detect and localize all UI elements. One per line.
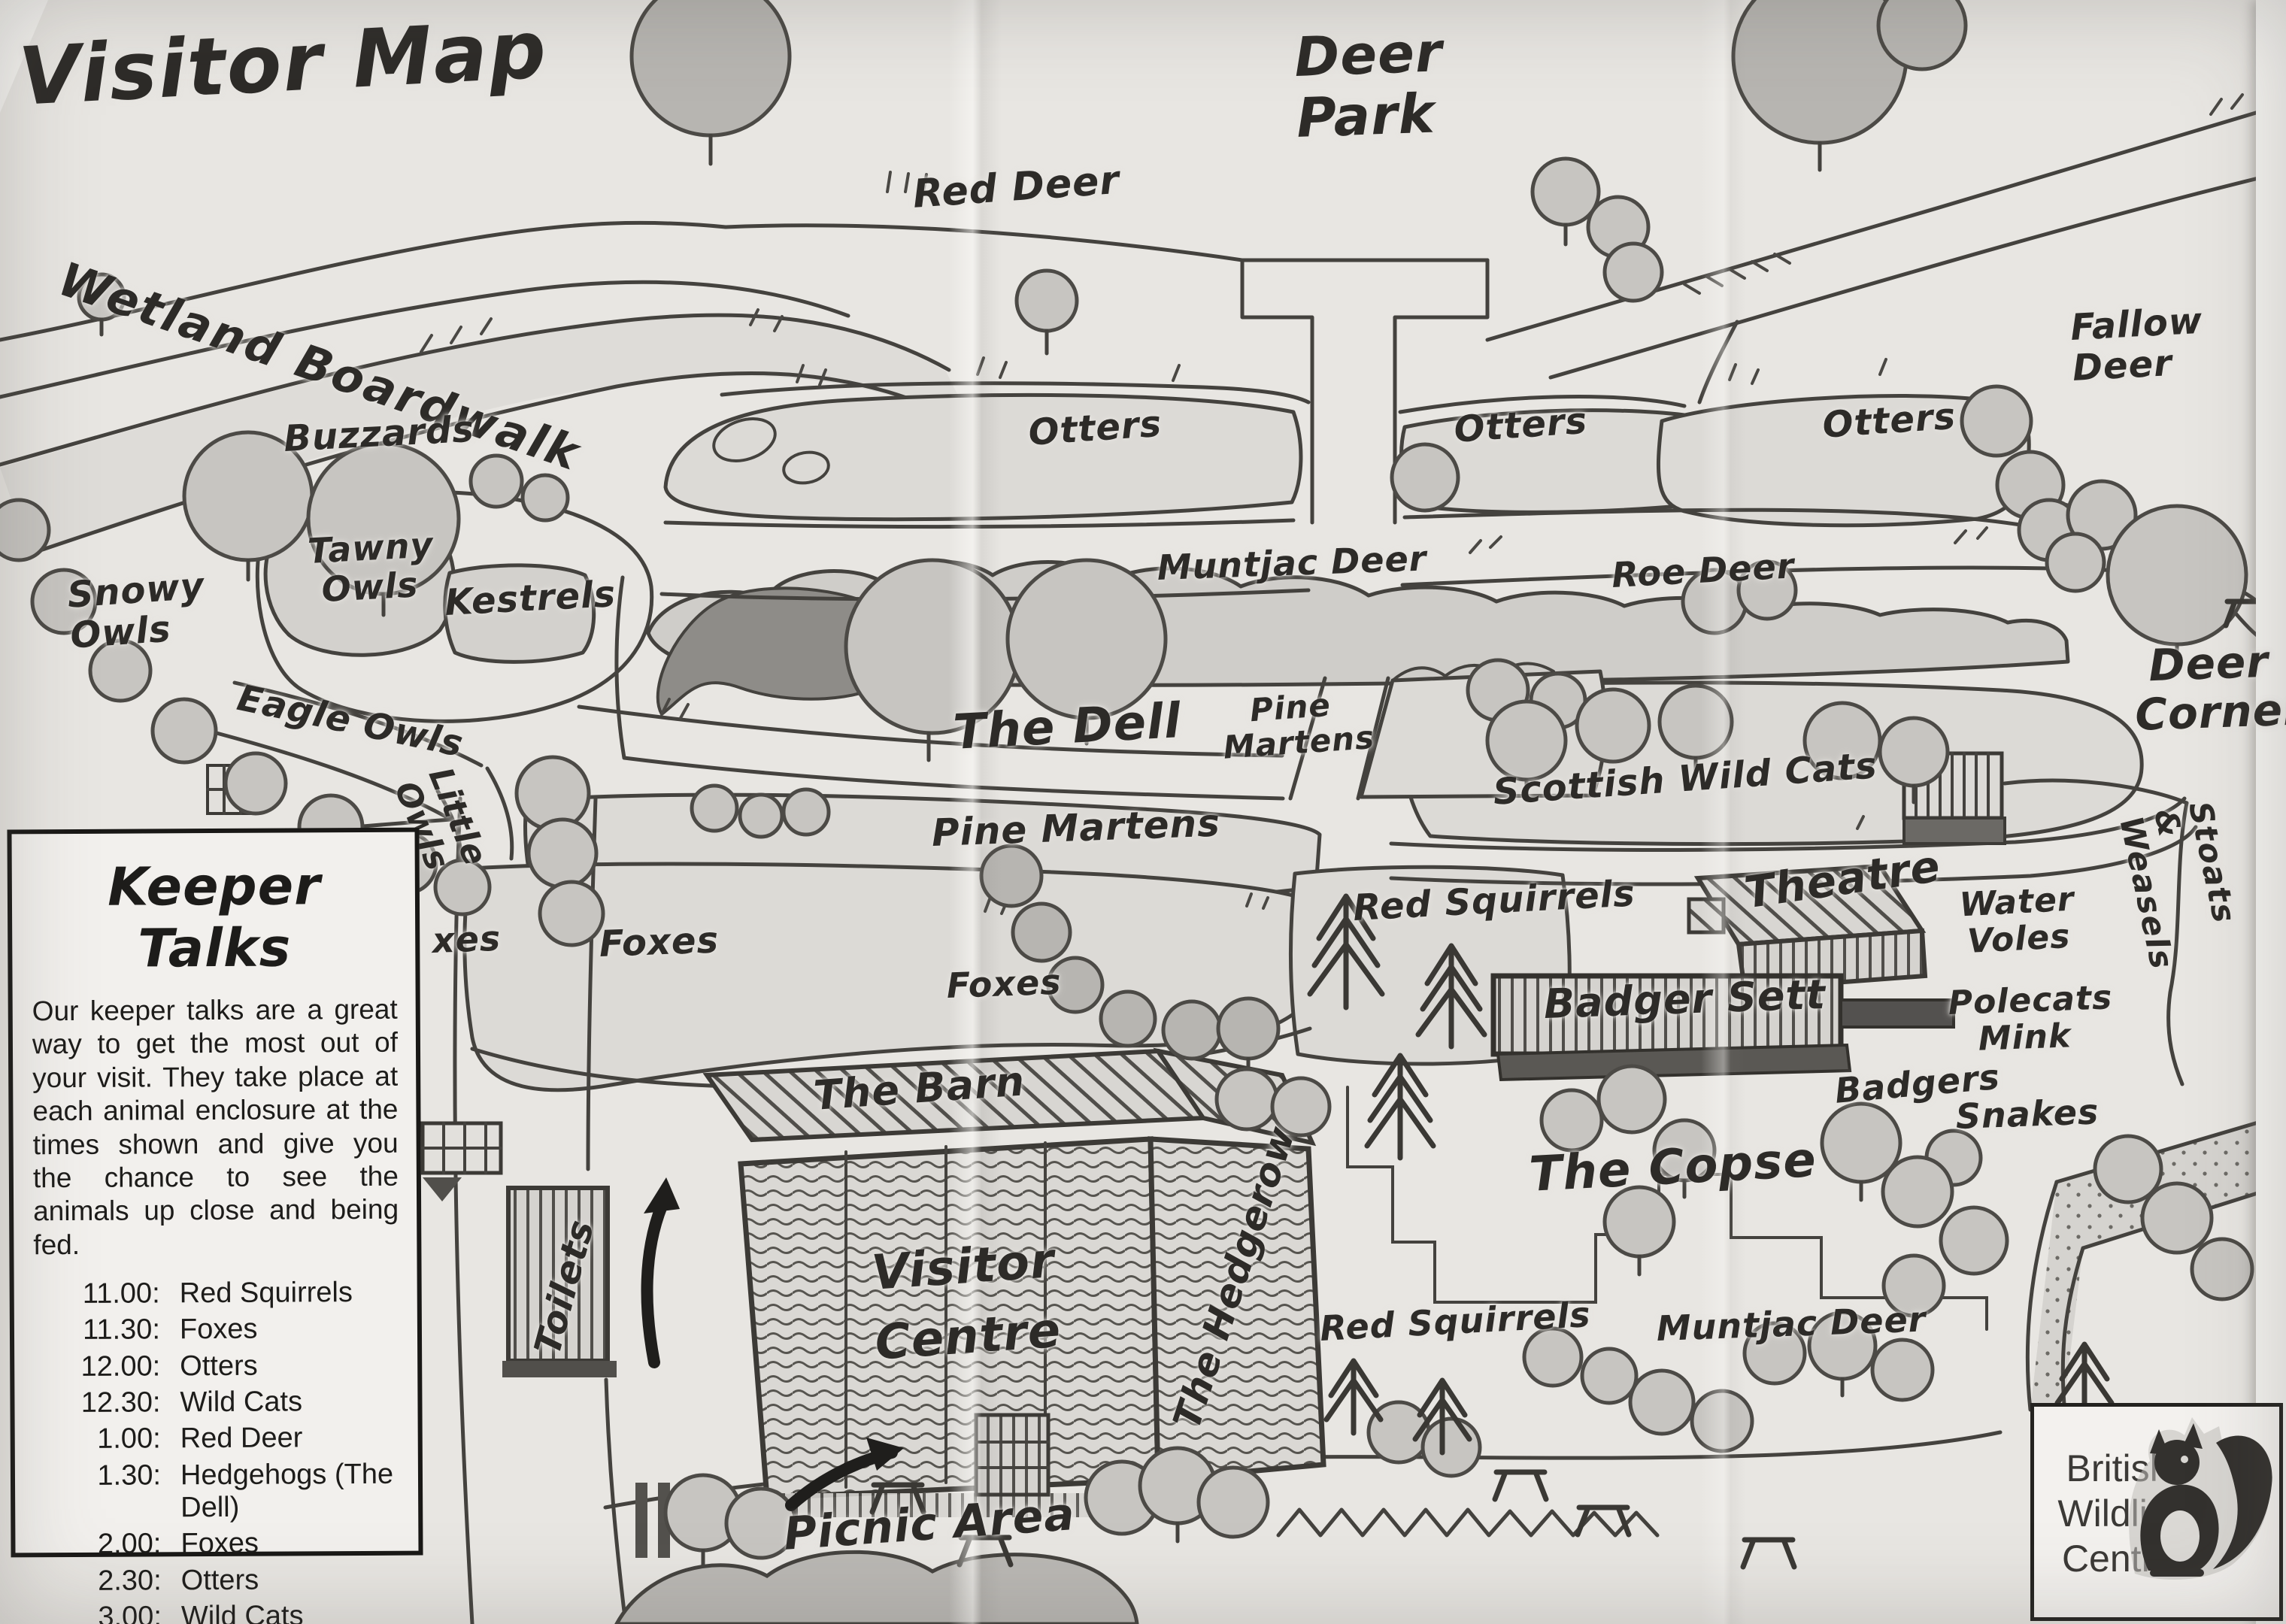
keeper-talks-panel: Keeper Talks Our keeper talks are a grea… bbox=[7, 827, 423, 1624]
keeper-talk-time: 1.30: bbox=[97, 1459, 162, 1492]
keeper-talk-time: 2.30: bbox=[98, 1565, 162, 1597]
label-polecats-mink: Polecats Mink bbox=[1947, 978, 2114, 1059]
keeper-talk-time: 11.30: bbox=[83, 1313, 161, 1347]
label-visitor-centre: Visitor Centre bbox=[869, 1233, 1063, 1371]
keeper-talk-animal: Otters bbox=[180, 1350, 258, 1382]
badger-sett-building bbox=[1490, 973, 1955, 1082]
label-foxes-clipped: xes bbox=[431, 917, 502, 961]
keeper-talk-animal: Wild Cats bbox=[180, 1600, 304, 1624]
keeper-talk-time: 12.30: bbox=[80, 1386, 161, 1419]
keeper-talk-time: 2.00: bbox=[97, 1528, 162, 1561]
foxes-enclosure bbox=[462, 862, 1314, 1092]
label-deer-park: Deer Park bbox=[1293, 20, 1444, 150]
keeper-talk-time: 12.00: bbox=[80, 1350, 161, 1383]
toilets-building bbox=[502, 1186, 617, 1377]
label-badger-sett: Badger Sett bbox=[1542, 970, 1827, 1028]
cattle-grid bbox=[1902, 751, 2006, 845]
keeper-talk-animal: Red Deer bbox=[180, 1422, 303, 1455]
keeper-talk-animal: Wild Cats bbox=[180, 1386, 303, 1419]
keeper-talk-animal: Otters bbox=[180, 1564, 259, 1596]
keeper-talks-schedule: 11.00: Red Squirrels 11.30: Foxes 12.00: Otte… bbox=[34, 1277, 402, 1624]
red-squirrel-icon bbox=[2129, 1417, 2272, 1580]
british-wildlife-centre-logo: British Wildlife Centre bbox=[2030, 1403, 2283, 1621]
label-snowy-owls: Snowy Owls bbox=[65, 565, 206, 657]
direction-arrows bbox=[641, 1177, 904, 1511]
keeper-talk-time: 1.00: bbox=[97, 1423, 161, 1456]
label-pine-martens-big: Pine Martens bbox=[930, 801, 1221, 855]
keeper-talk-time: 3.00: bbox=[98, 1601, 162, 1624]
label-foxes-2: Foxes bbox=[945, 961, 1063, 1006]
keeper-talk-animal: Foxes bbox=[179, 1313, 258, 1346]
label-pine-martens-small: Pine Martens bbox=[1222, 686, 1376, 766]
keeper-talk-animal: Hedgehogs (The Dell) bbox=[180, 1458, 394, 1524]
keeper-talks-title: Keeper Talks bbox=[107, 855, 321, 980]
label-water-voles: Water Voles bbox=[1958, 880, 2075, 962]
keeper-talk-animal: Foxes bbox=[180, 1528, 259, 1560]
label-fallow-deer: Fallow Deer bbox=[2069, 299, 2204, 389]
label-tawny-owls: Tawny Owls bbox=[306, 524, 435, 610]
keeper-talks-intro: Our keeper talks are a great way to get … bbox=[32, 993, 399, 1261]
keeper-talk-time: 11.00: bbox=[82, 1277, 160, 1310]
label-deer-corner: Deer Corner bbox=[2134, 635, 2286, 741]
label-snakes: Snakes bbox=[1954, 1091, 2100, 1137]
keeper-talk-animal: Red Squirrels bbox=[179, 1277, 353, 1310]
hedgerow-building bbox=[1148, 1136, 1326, 1483]
label-foxes-1: Foxes bbox=[598, 919, 720, 965]
